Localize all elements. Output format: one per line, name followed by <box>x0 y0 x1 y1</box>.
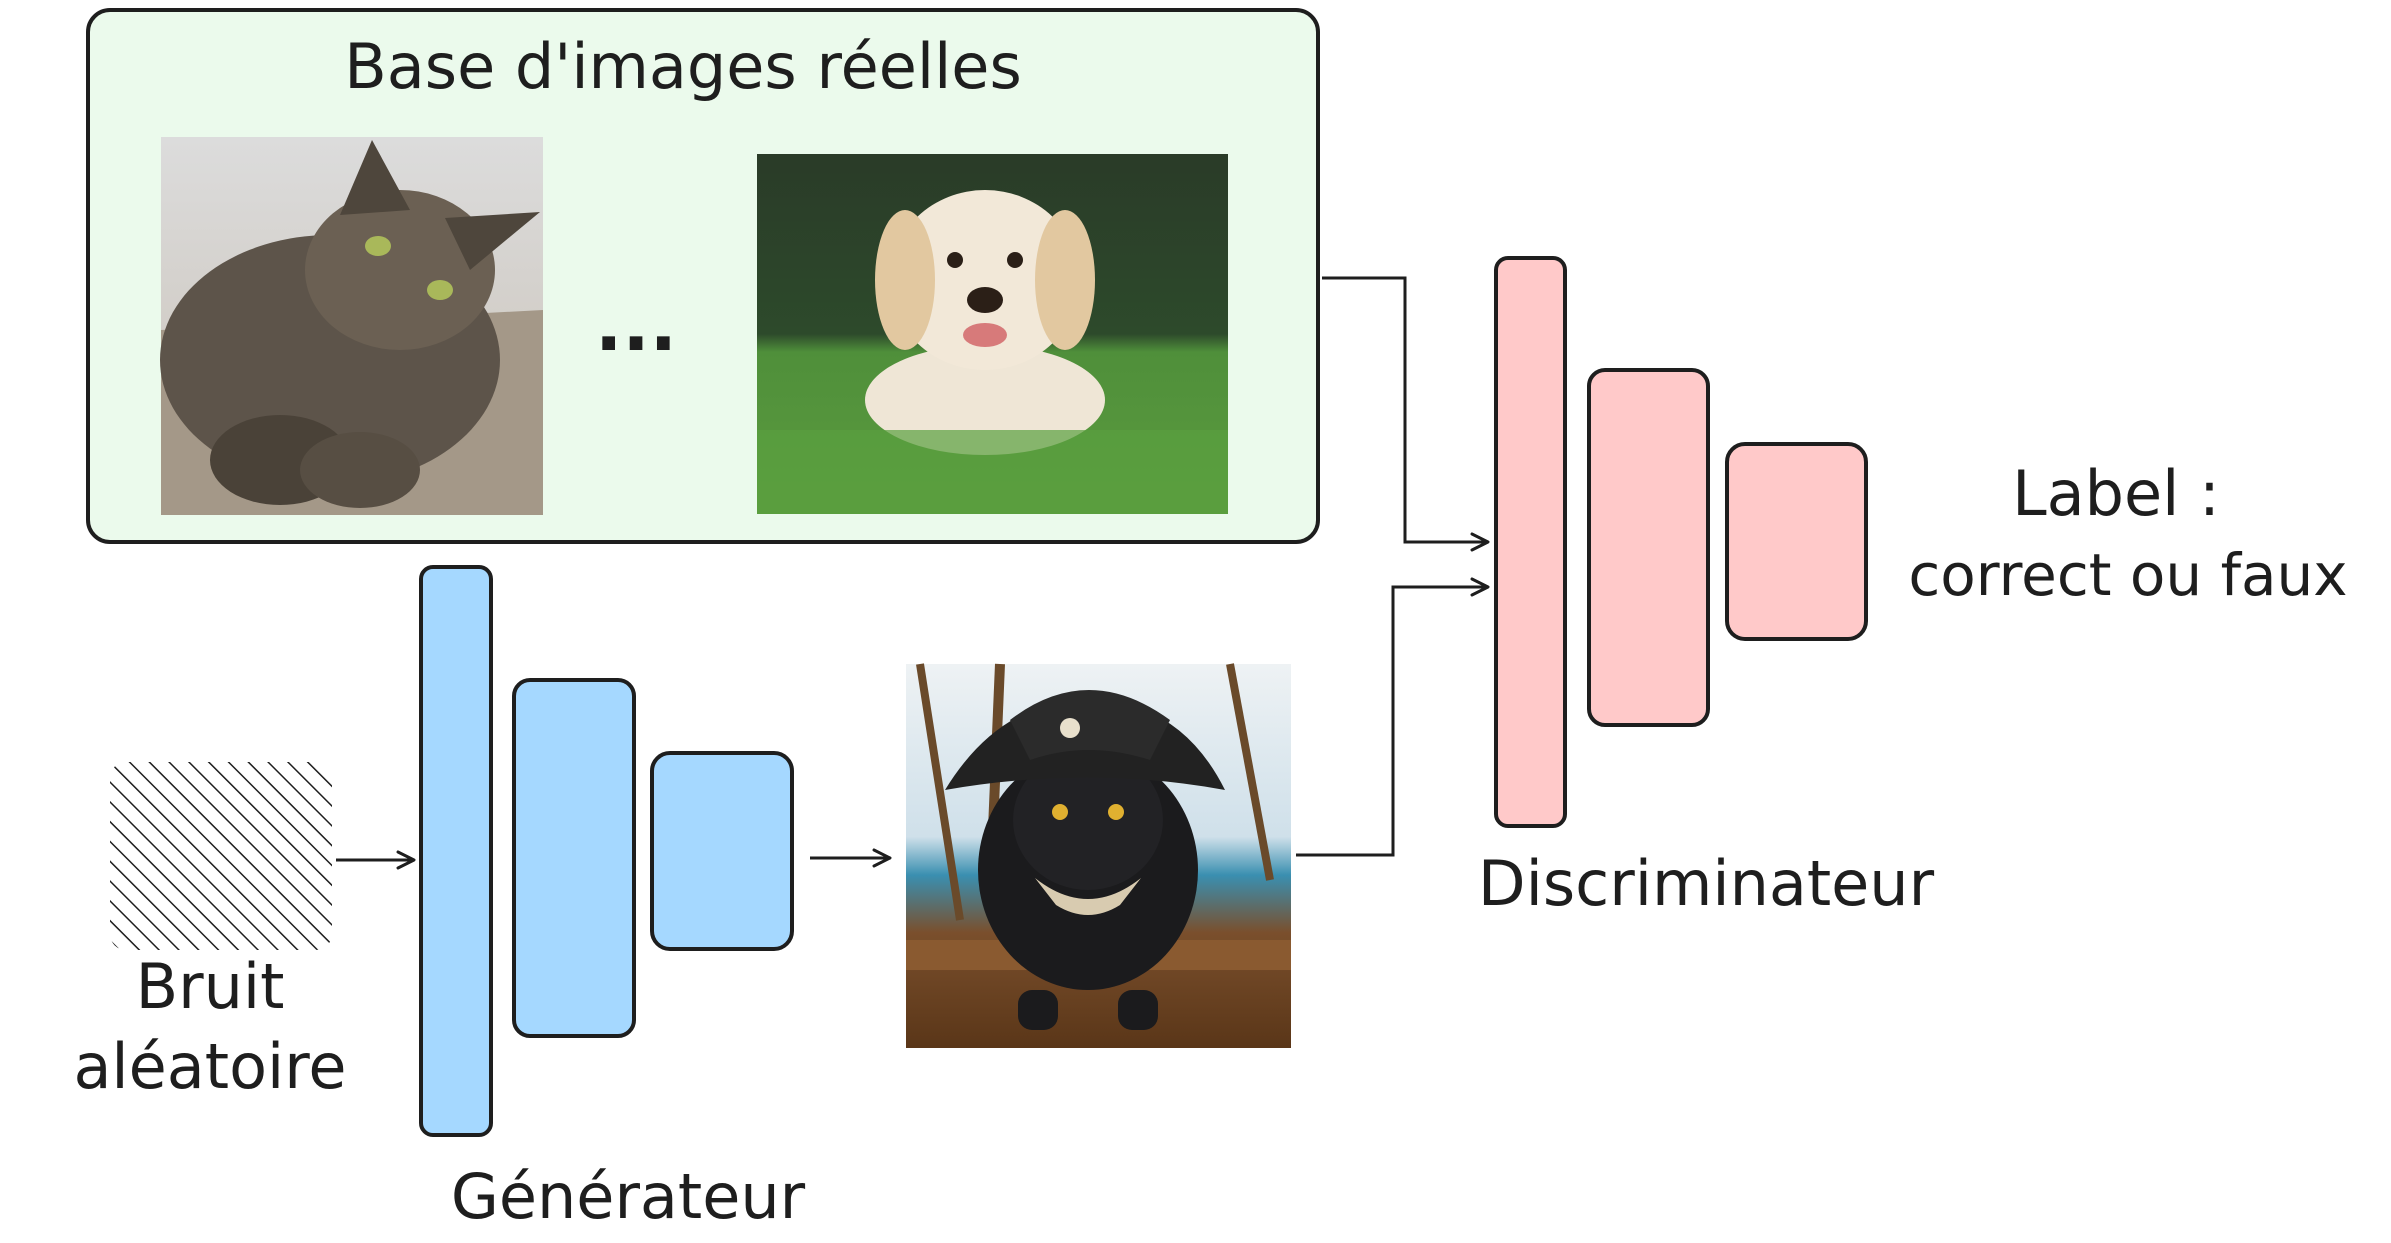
output-label-line1: Label : <box>2012 457 2220 530</box>
output-label-line2: correct ou faux <box>1908 541 2347 609</box>
dog-photo <box>757 154 1228 514</box>
generator-network <box>419 565 794 1137</box>
generator-label: Générateur <box>451 1160 806 1233</box>
discriminator-layer-1 <box>1494 256 1567 828</box>
random-noise-block <box>110 762 332 950</box>
discriminator-layer-2 <box>1587 368 1710 727</box>
discriminator-label: Discriminateur <box>1478 847 1935 920</box>
arrow-dataset-to-discriminator <box>1322 276 1490 552</box>
generator-layer-1 <box>419 565 493 1137</box>
cat-photo <box>160 137 543 515</box>
dataset-title: Base d'images réelles <box>344 30 1022 103</box>
discriminator-layer-3 <box>1725 442 1868 641</box>
noise-label-line2: aléatoire <box>73 1030 346 1103</box>
generator-layer-2 <box>512 678 636 1038</box>
discriminator-network <box>1494 256 1868 828</box>
pirate-cat-photo <box>906 663 1291 1048</box>
arrow-image-to-discriminator <box>1296 577 1490 857</box>
ellipsis: ... <box>595 283 677 367</box>
noise-label-line1: Bruit <box>136 950 285 1023</box>
generator-layer-3 <box>650 751 794 951</box>
